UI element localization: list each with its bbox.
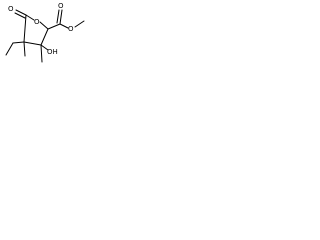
bond-ester-methyl — [74, 20, 85, 28]
bond-ring-c2-c3 — [40, 28, 49, 46]
bond-ester-carbonyl-b — [56, 9, 60, 24]
ring-oxygen-label: O — [34, 18, 40, 26]
bond-ring-o1-c2 — [39, 21, 49, 30]
hydroxyl-label: OH — [47, 48, 58, 56]
bond-ring-c5-o1 — [25, 14, 35, 21]
bond-carbonyl-double-a — [15, 9, 27, 16]
bond-c4-ethyl-2 — [5, 42, 14, 56]
bond-lines — [5, 9, 85, 63]
chemical-structure-diagram: O O O O OH — [5, 2, 85, 63]
bond-ring-c3-c4 — [23, 41, 42, 46]
ester-alkoxy-oxygen-label: O — [68, 25, 74, 33]
atom-labels: O O O O OH — [8, 2, 74, 56]
bond-c4-methyl — [23, 41, 26, 57]
bond-c3-methyl — [40, 44, 43, 63]
bond-c4-ethyl-1 — [12, 41, 25, 44]
bond-c3-hydroxyl — [40, 44, 49, 51]
bond-carbonyl-double-b — [14, 12, 26, 19]
carbonyl-oxygen-label: O — [8, 5, 14, 13]
bond-ester-alkoxy — [59, 23, 69, 29]
bond-ring-c4-c5 — [23, 14, 27, 43]
ester-carbonyl-oxygen-label: O — [58, 2, 64, 10]
bond-ester-carbonyl-a — [59, 9, 63, 25]
bond-c2-ester-carbon — [47, 23, 61, 30]
